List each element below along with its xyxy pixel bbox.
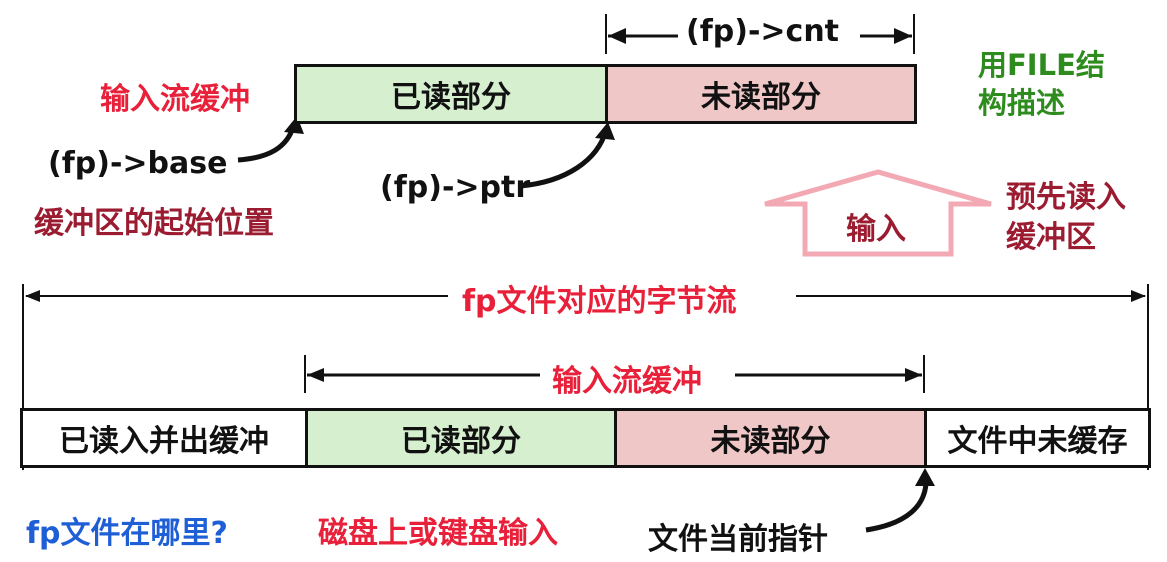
cnt-dimension [605,14,915,54]
question-label: fp文件在哪里? [26,516,228,551]
top-cell-read: 已读部分 [294,64,608,124]
file-pointer-label: 文件当前指针 [648,522,828,557]
cell-read: 已读部分 [305,408,617,468]
cell-read-out: 已读入并出缓冲 [20,408,308,468]
bottom-buffer-label: 输入流缓冲 [552,364,702,399]
source-label: 磁盘上或键盘输入 [318,516,558,551]
top-cell-unread-label: 未读部分 [701,80,821,115]
preread-label: 预先读入 缓冲区 [1006,180,1126,255]
top-cell-read-label: 已读部分 [391,80,511,115]
buffer-dimension [304,355,925,393]
ptr-label: (fp)->ptr [380,170,531,205]
cell-uncached: 文件中未缓存 [924,408,1151,468]
cell-unread: 未读部分 [614,408,927,468]
input-arrow-label: 输入 [846,212,906,247]
cnt-label: (fp)->cnt [686,14,840,49]
cell-read-label: 已读部分 [401,424,521,459]
cell-read-out-label: 已读入并出缓冲 [59,424,269,459]
base-desc: 缓冲区的起始位置 [34,206,274,241]
byte-stream-label: fp文件对应的字节流 [462,284,737,319]
file-struct-label: 用FILE结 构描述 [978,48,1105,120]
top-cell-unread: 未读部分 [605,64,917,124]
cell-uncached-label: 文件中未缓存 [947,424,1128,459]
base-label: (fp)->base [48,146,228,181]
cell-unread-label: 未读部分 [710,424,831,459]
base-pointer-arrow [237,123,297,163]
top-buffer-label: 输入流缓冲 [100,82,250,117]
ptr-pointer-arrow [519,129,609,189]
input-up-arrow [764,169,992,257]
